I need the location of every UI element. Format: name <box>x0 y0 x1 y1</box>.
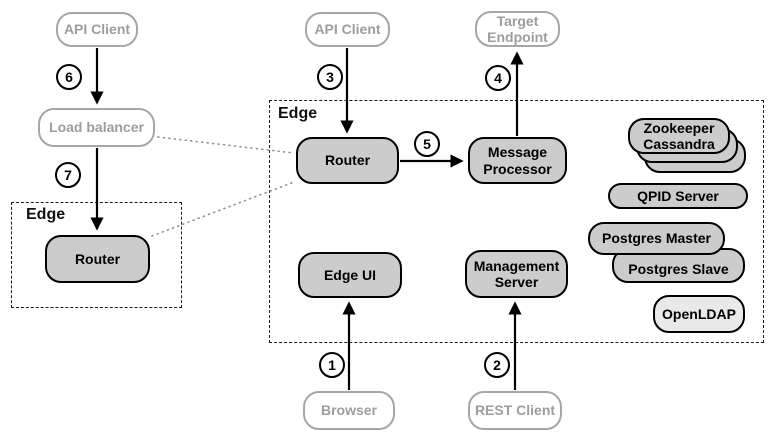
node-label: Zookeeper Cassandra <box>643 119 715 152</box>
node-router-main: Router <box>296 137 399 184</box>
node-openldap: OpenLDAP <box>653 295 745 333</box>
step-badge-3: 3 <box>317 64 343 90</box>
node-edge-ui: Edge UI <box>298 252 402 298</box>
node-message-processor: Message Processor <box>468 137 567 184</box>
node-rest-client: REST Client <box>468 391 562 430</box>
node-label: Postgres Master <box>602 230 711 247</box>
node-target-endpoint: Target Endpoint <box>475 11 560 47</box>
node-label: OpenLDAP <box>662 305 736 322</box>
step-badge-1: 1 <box>319 352 345 378</box>
node-label: Postgres Slave <box>628 260 729 277</box>
node-label: API Client <box>314 21 381 38</box>
step-badge-6: 6 <box>56 64 82 90</box>
edge-group-left-label: Edge <box>26 206 66 223</box>
node-api-client-left: API Client <box>56 12 138 47</box>
edge-group-main-label: Edge <box>278 105 318 122</box>
node-load-balancer: Load balancer <box>38 108 155 147</box>
node-router-left: Router <box>45 235 150 283</box>
step-badge-4: 4 <box>485 65 511 91</box>
node-label: Message Processor <box>483 144 552 177</box>
node-label: Router <box>324 152 371 169</box>
step-badge-2: 2 <box>484 352 510 378</box>
node-label: API Client <box>63 21 131 38</box>
node-postgres-master: Postgres Master <box>588 222 725 255</box>
node-label: Browser <box>320 402 378 419</box>
node-label: Router <box>74 250 121 267</box>
step-badge-7: 7 <box>55 162 81 188</box>
node-qpid-server: QPID Server <box>608 183 748 209</box>
node-label: Edge UI <box>323 266 377 283</box>
node-label: Target Endpoint <box>487 12 548 45</box>
node-zookeeper-cassandra: Zookeeper Cassandra <box>628 118 730 154</box>
step-badge-5: 5 <box>414 131 440 157</box>
node-label: REST Client <box>474 402 556 419</box>
node-api-client-middle: API Client <box>305 12 390 47</box>
node-label: QPID Server <box>637 187 719 204</box>
node-browser: Browser <box>303 391 395 430</box>
node-management-server: Management Server <box>465 250 568 298</box>
node-label: Load balancer <box>49 119 144 136</box>
node-label: Management Server <box>473 257 560 290</box>
